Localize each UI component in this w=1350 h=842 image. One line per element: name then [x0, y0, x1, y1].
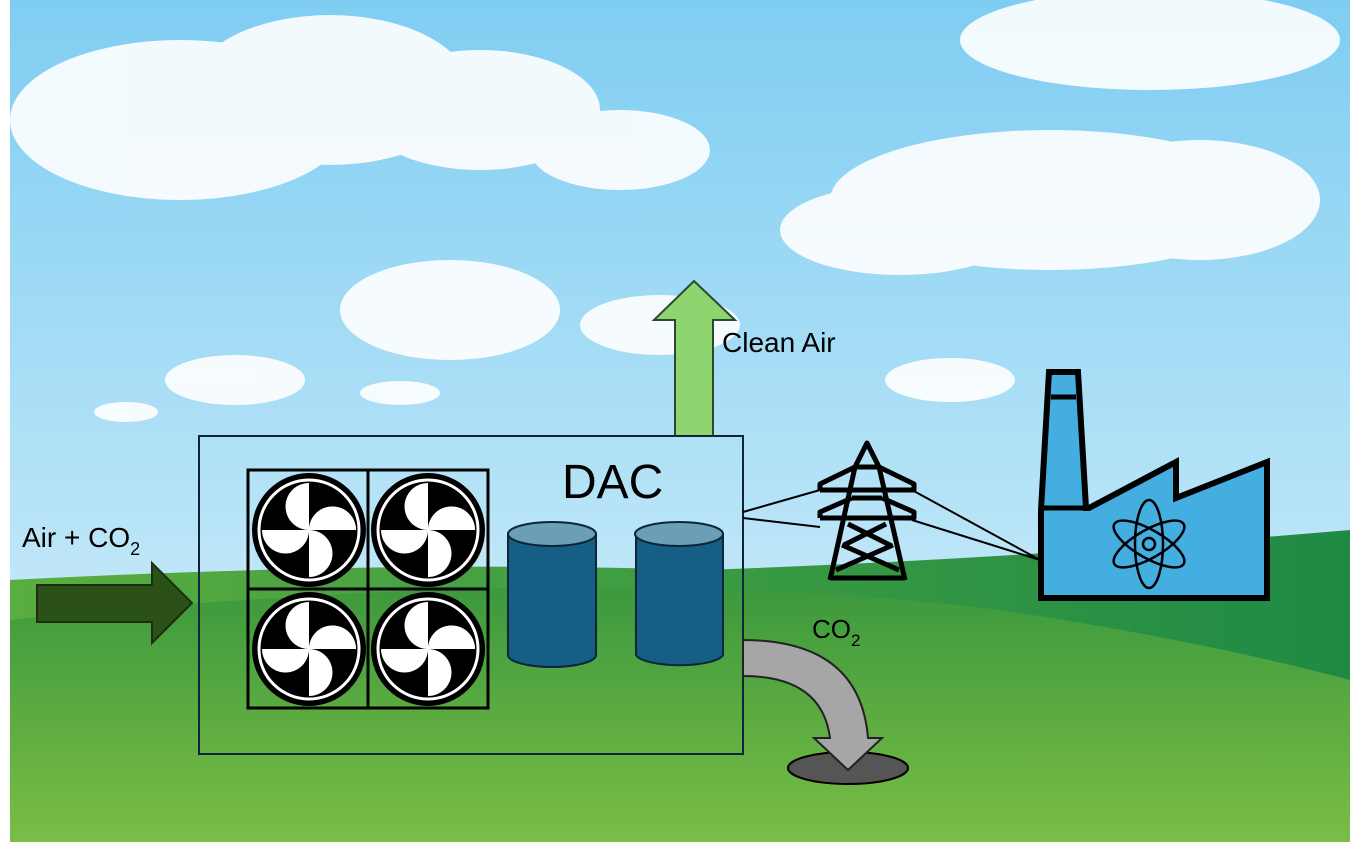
storage-tank-icon [634, 521, 724, 667]
fan-icon [250, 471, 368, 589]
power-pylon-icon [817, 440, 917, 581]
co2-out-arrow [742, 638, 885, 772]
power-lines [742, 489, 1041, 561]
atom-icon [1112, 498, 1186, 590]
dac-label: DAC [562, 456, 663, 509]
clean-air-label: Clean Air [722, 327, 836, 358]
dac-unit [198, 435, 744, 755]
fan-icon [369, 590, 487, 708]
fan-array [246, 468, 490, 710]
fan-icon [369, 471, 487, 589]
clouds [10, 0, 1340, 422]
air-in-label: Air + CO2 [22, 522, 140, 559]
fan-icon [250, 590, 368, 708]
storage-tank-icon [507, 521, 597, 668]
clean-air-arrow [651, 279, 738, 437]
co2-out-label: CO2 [812, 614, 860, 650]
nuclear-factory-icon [1038, 369, 1270, 601]
air-in-arrow [36, 560, 194, 646]
